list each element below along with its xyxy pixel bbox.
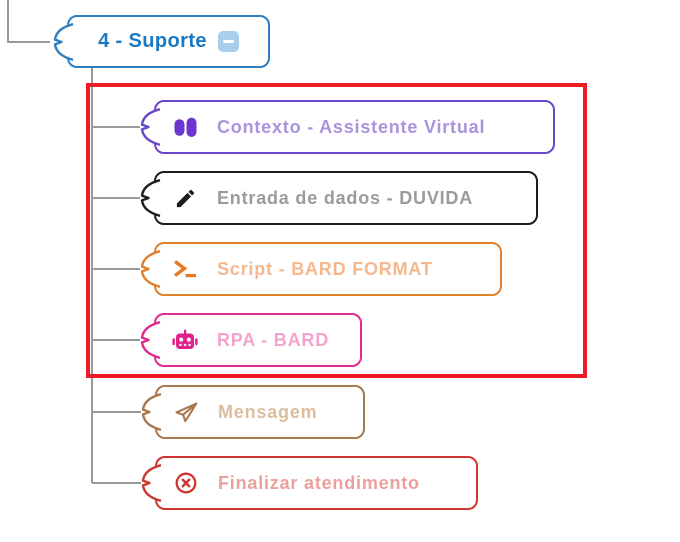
terminal-icon [171,257,199,281]
paper-plane-icon [172,399,200,425]
pencil-icon [171,187,199,210]
robot-icon [171,328,199,353]
brain-icon [171,115,199,139]
node-label: RPA - BARD [217,329,329,350]
collapse-button[interactable] [217,31,239,52]
flow-node-suporte[interactable]: 4 - Suporte [53,15,270,68]
flow-node-contexto[interactable]: Contexto - Assistente Virtual [140,100,555,154]
node-notch [140,108,161,146]
node-label: Contexto - Assistente Virtual [217,116,486,137]
node-label: Entrada de dados - DUVIDA [217,187,474,208]
node-notch [140,250,161,288]
circle-x-icon [172,471,200,495]
node-label: Script - BARD FORMAT [217,258,433,279]
minus-icon [222,39,234,44]
node-notch [141,464,162,502]
flow-node-finalizar[interactable]: Finalizar atendimento [141,456,478,510]
flow-node-rpa[interactable]: RPA - BARD [140,313,362,367]
node-notch [140,321,161,359]
node-notch [141,393,162,431]
flow-node-entrada-de-dados[interactable]: Entrada de dados - DUVIDA [140,171,538,225]
node-label: Mensagem [218,401,318,422]
node-notch [53,22,74,61]
flow-node-mensagem[interactable]: Mensagem [141,385,365,439]
node-label: Finalizar atendimento [218,472,420,493]
node-notch [140,179,161,217]
node-label: 4 - Suporte [98,30,207,52]
flow-node-script[interactable]: Script - BARD FORMAT [140,242,502,296]
